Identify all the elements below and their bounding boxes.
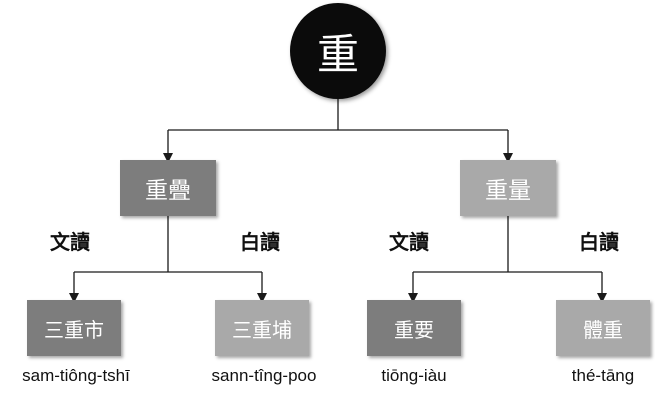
leaf-node-4: 體重 [556, 300, 650, 356]
branch-2-label: 重量 [485, 178, 531, 204]
branch-2-right-edge-label: 白讀 [579, 230, 619, 254]
leaf-4-label: 體重 [583, 317, 623, 342]
branch-2-left-edge-label: 文讀 [389, 230, 429, 254]
leaf-2-reading: sann-tîng-poo [211, 366, 317, 385]
leaf-node-3: 重要 [367, 300, 461, 356]
leaf-node-2: 三重埔 [215, 300, 309, 356]
leaf-2-label: 三重埔 [232, 317, 292, 342]
branch-1-left-edge-label: 文讀 [50, 230, 90, 254]
branch-node-2: 重量 [460, 160, 556, 216]
branch-node-1: 重疊 [120, 160, 216, 216]
leaf-node-1: 三重市 [27, 300, 121, 356]
leaf-4-reading: thé-tāng [571, 366, 635, 385]
root-label: 重 [316, 29, 359, 79]
leaf-1-label: 三重市 [44, 317, 104, 342]
branch-1-label: 重疊 [145, 178, 191, 204]
leaf-1-reading: sam-tiông-tshī [22, 366, 130, 385]
branch-1-right-edge-label: 白讀 [240, 230, 280, 254]
root-node: 重 [290, 3, 386, 99]
leaf-3-label: 重要 [394, 317, 434, 342]
leaf-3-reading: tiōng-iàu [381, 366, 447, 385]
